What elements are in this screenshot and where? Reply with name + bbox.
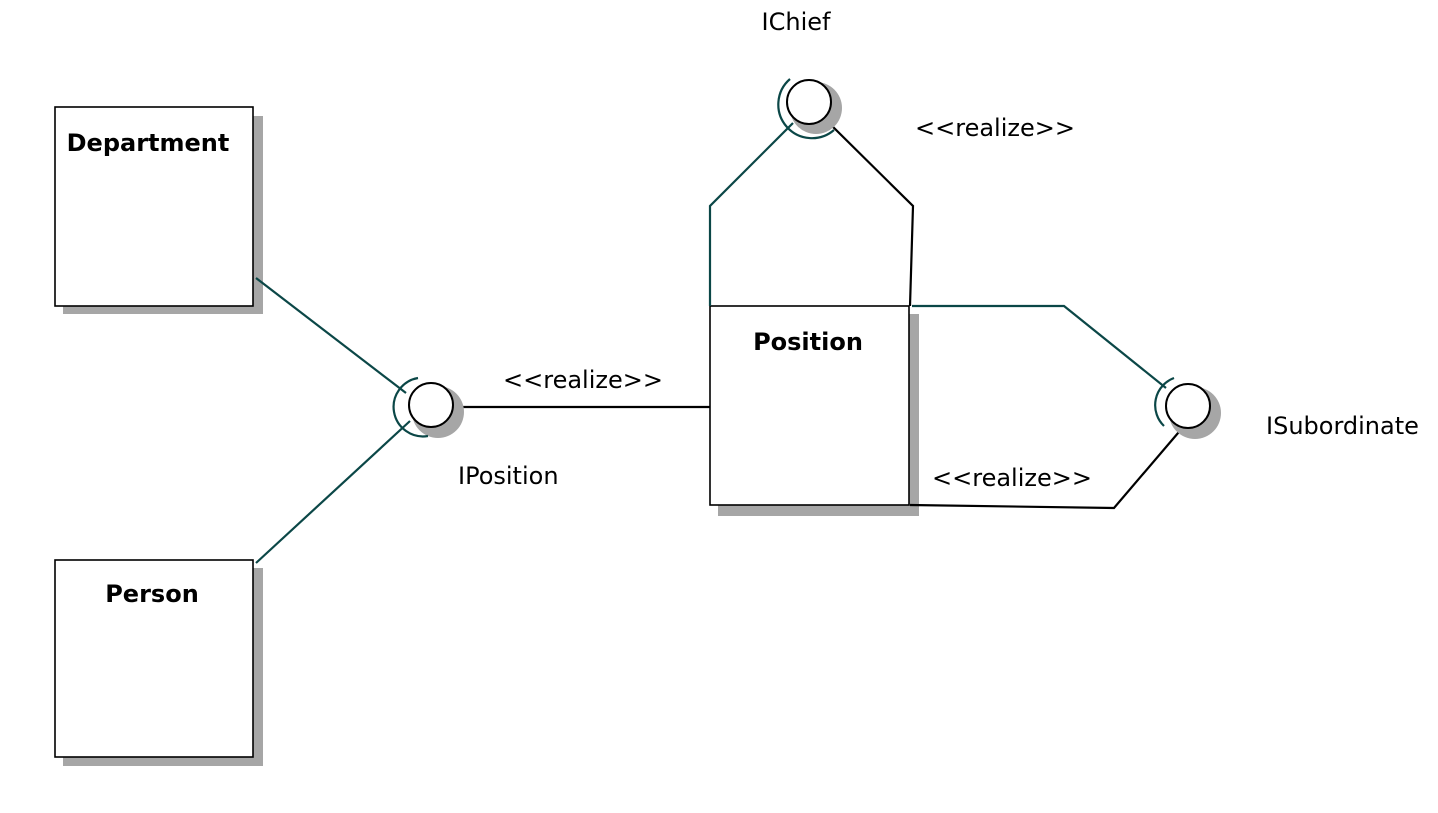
stereotype-label-position-ichief: <<realize>>: [915, 114, 1075, 142]
class-person[interactable]: Person: [54, 559, 263, 766]
class-position[interactable]: Position: [709, 305, 919, 516]
class-department[interactable]: Department: [54, 106, 263, 314]
usage-link-position-isubordinate[interactable]: [912, 304, 1167, 389]
interface-iposition-icon[interactable]: [408, 382, 454, 428]
class-person-box[interactable]: [54, 559, 254, 758]
realize-link-position-ichief-left[interactable]: [708, 122, 794, 306]
realize-link-position-isubordinate[interactable]: [909, 425, 1185, 510]
interface-ichief-label: IChief: [762, 8, 831, 36]
interface-iposition[interactable]: IPosition: [392, 376, 559, 490]
interface-ichief-icon[interactable]: [786, 79, 832, 125]
interface-isubordinate-icon[interactable]: [1165, 383, 1211, 429]
class-department-name: Department: [67, 129, 230, 157]
usage-link-department-iposition[interactable]: [255, 277, 407, 394]
class-person-name: Person: [105, 580, 199, 608]
stereotype-label-position-iposition: <<realize>>: [503, 366, 663, 394]
class-department-box[interactable]: [54, 106, 254, 307]
interface-isubordinate-socket-icon: [1154, 376, 1175, 427]
class-position-name: Position: [753, 328, 863, 356]
class-position-box[interactable]: [709, 305, 910, 506]
stereotype-label-position-isubordinate: <<realize>>: [932, 464, 1092, 492]
interface-iposition-socket-icon: [392, 376, 429, 438]
interface-ichief[interactable]: IChief: [762, 8, 842, 140]
interface-iposition-label: IPosition: [458, 462, 559, 490]
usage-link-person-iposition[interactable]: [255, 420, 411, 564]
interface-ichief-socket-icon: [777, 78, 835, 140]
interface-isubordinate-label: ISubordinate: [1266, 412, 1419, 440]
interface-isubordinate[interactable]: ISubordinate: [1154, 376, 1419, 440]
realize-link-position-ichief-right[interactable]: [825, 119, 915, 307]
